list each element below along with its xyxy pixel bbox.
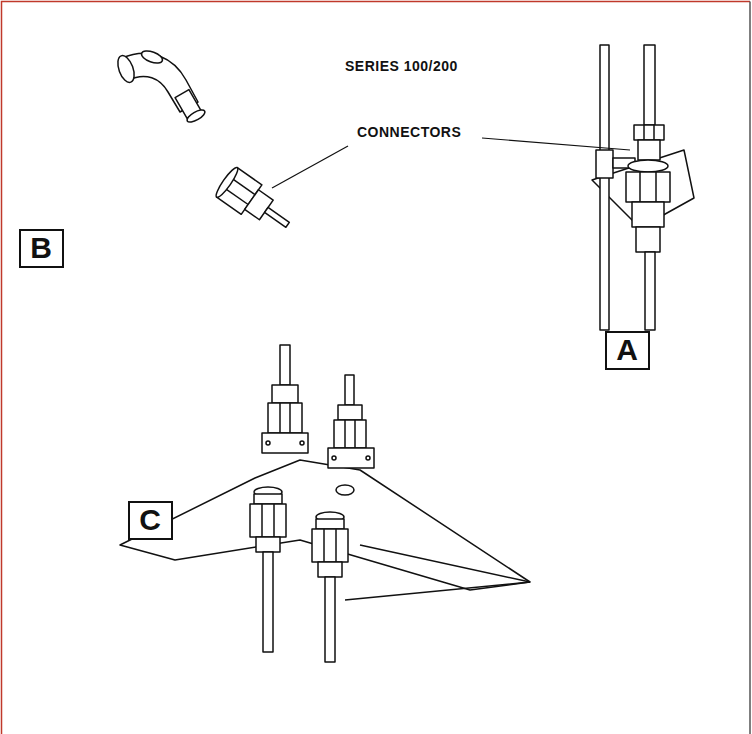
callout-letter: A: [616, 335, 638, 365]
leader-line: [482, 138, 630, 150]
connector-part: [213, 165, 298, 239]
part-label: CONNECTORS: [357, 124, 461, 140]
leader-line: [272, 146, 348, 188]
callout-letter-box: B: [19, 229, 64, 268]
elbow-hose: [115, 49, 207, 125]
callout-letter: C: [139, 505, 161, 535]
bracket-fitting: [592, 45, 694, 330]
frame-border: [749, 2, 751, 734]
callout-letter-box: A: [605, 331, 650, 370]
callout-letter-box: C: [128, 501, 173, 540]
callout-letter: B: [30, 233, 52, 263]
bracket-plate: [120, 345, 530, 662]
diagram-title: SERIES 100/200: [345, 58, 458, 74]
